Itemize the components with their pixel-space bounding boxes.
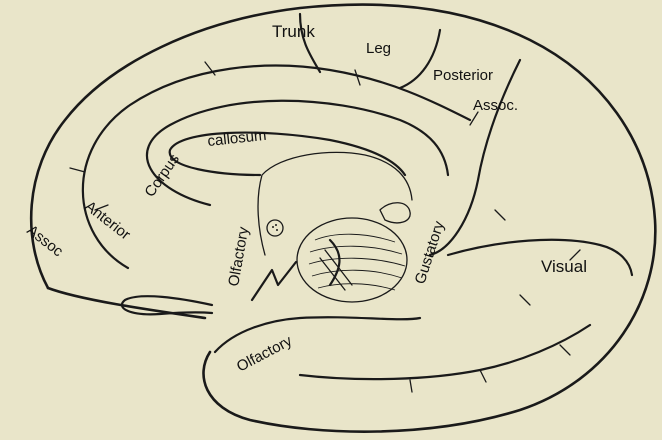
- label-posterior: Posterior: [433, 67, 493, 84]
- temporal-inner-curve: [215, 317, 420, 352]
- label-trunk: Trunk: [272, 22, 315, 41]
- label-assoc-anterior: Assoc: [24, 222, 67, 261]
- label-callosum: callosum: [207, 127, 268, 150]
- thalamus: [297, 218, 407, 302]
- calcarine-sulcus: [448, 240, 632, 275]
- callosal-sulcus-inner: [170, 133, 405, 175]
- label-leg: Leg: [366, 40, 391, 57]
- label-gustatory: Gustatory: [412, 219, 448, 287]
- label-olfactory-vertical: Olfactory: [225, 225, 252, 288]
- callosal-sulcus-outer: [147, 101, 448, 205]
- collateral-sulcus: [300, 325, 590, 379]
- pineal-region: [380, 203, 410, 223]
- label-assoc-posterior: Assoc.: [473, 97, 518, 114]
- label-visual: Visual: [541, 257, 587, 276]
- label-olfactory-lower: Olfactory: [234, 332, 295, 375]
- hypothalamus-line: [252, 262, 296, 300]
- anterior-commissure: [267, 220, 283, 236]
- cingulate-sulcus: [83, 66, 470, 268]
